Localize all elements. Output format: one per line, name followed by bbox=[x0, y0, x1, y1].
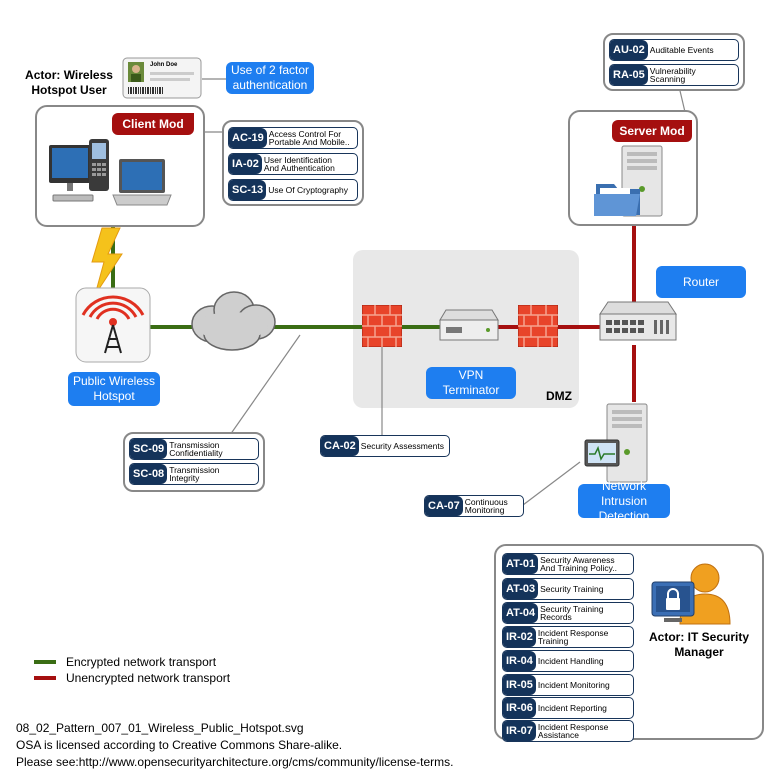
two-factor-box: Use of 2 factor authentication bbox=[226, 62, 314, 94]
actor-it-security-manager: Actor: IT Security Manager bbox=[648, 630, 750, 659]
wireless-hotspot-icon bbox=[75, 287, 151, 363]
wireless-bolt bbox=[91, 227, 123, 296]
footer-license-link[interactable]: Please see:http://www.opensecurityarchit… bbox=[16, 755, 454, 769]
server-mod-tag: Server Mod bbox=[612, 120, 692, 142]
firewall-left-icon bbox=[361, 304, 403, 348]
security-manager-icon bbox=[650, 560, 740, 626]
server-icon bbox=[592, 144, 672, 220]
client-mod-tag: Client Mod bbox=[112, 113, 194, 135]
legend-encrypted: Encrypted network transport bbox=[66, 655, 217, 669]
vpn-terminator-box: VPN Terminator bbox=[426, 367, 516, 399]
id-card-icon: John Doe bbox=[122, 57, 202, 99]
dmz-label: DMZ bbox=[546, 389, 572, 403]
router-icon bbox=[598, 298, 678, 346]
vpn-device-icon bbox=[438, 308, 500, 344]
public-hotspot-box: Public Wireless Hotspot bbox=[68, 372, 160, 406]
footer-license: OSA is licensed according to Creative Co… bbox=[16, 738, 343, 752]
footer-filename: 08_02_Pattern_007_01_Wireless_Public_Hot… bbox=[16, 721, 304, 735]
router-box: Router bbox=[656, 266, 746, 298]
client-devices-icon bbox=[45, 135, 175, 215]
legend-unencrypted: Unencrypted network transport bbox=[66, 671, 231, 685]
ids-server-icon bbox=[583, 402, 653, 486]
internet-cloud-icon bbox=[186, 288, 278, 354]
nids-box: Network Intrusion Detection bbox=[578, 479, 670, 523]
id-card-name: John Doe bbox=[150, 62, 178, 68]
firewall-right-icon bbox=[517, 304, 559, 348]
actor-wireless-user: Actor: Wireless Hotspot User bbox=[25, 68, 113, 97]
